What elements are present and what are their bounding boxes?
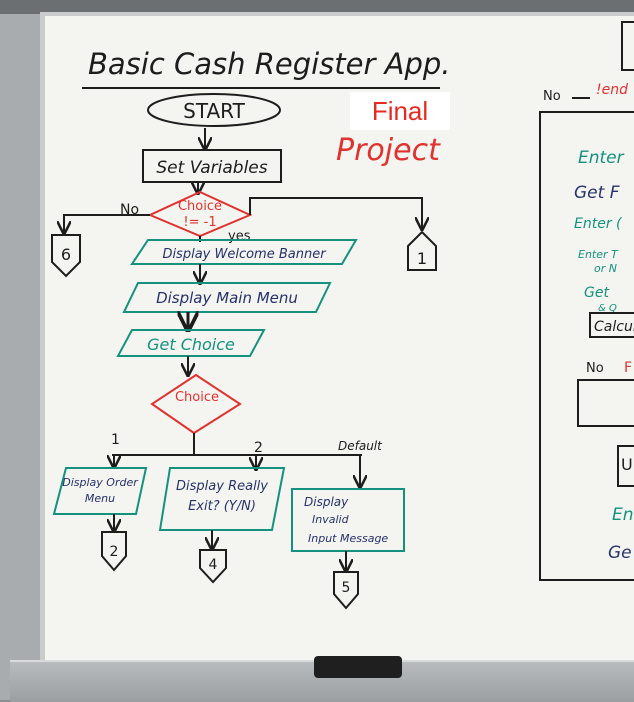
display-main-menu-box <box>122 282 332 313</box>
right-u-letter: U <box>621 455 633 474</box>
right-get-1: Get F <box>574 183 620 203</box>
final-label: Final <box>350 92 450 130</box>
wall-left <box>0 0 40 700</box>
right-u-box <box>617 445 634 487</box>
set-variables-label: Set Variables <box>156 158 267 178</box>
display-invalid-box <box>291 488 405 552</box>
display-invalid-label-3: Input Message <box>308 532 388 545</box>
right-calculate-label: Calculate <box>594 319 634 335</box>
display-welcome-label: Display Welcome Banner <box>162 247 327 262</box>
right-enter-3-l2: or N <box>594 262 617 275</box>
connector-1-loop <box>407 230 437 271</box>
case-1-label: 1 <box>111 432 120 448</box>
right-column-frame <box>539 111 634 581</box>
right-enter-1: Enter <box>578 148 625 168</box>
right-ge: Ge <box>608 543 632 563</box>
yes-label: yes <box>228 229 251 244</box>
right-calculate-box <box>589 312 634 338</box>
display-main-menu-label: Display Main Menu <box>156 289 298 307</box>
default-label: Default <box>338 439 383 453</box>
choice-check-label-2: != -1 <box>183 215 216 230</box>
display-really-exit-label-1: Display Really <box>176 479 268 494</box>
connector-4 <box>199 549 227 584</box>
right-end-label: !end <box>596 82 628 98</box>
display-really-exit-label-2: Exit? (Y/N) <box>188 499 256 514</box>
get-choice-label: Get Choice <box>147 335 235 354</box>
choice-switch-label: Choice <box>175 390 219 405</box>
start-label: START <box>183 99 245 123</box>
right-f-letter: F <box>624 360 632 376</box>
right-enter-3-l1: Enter T <box>578 248 619 261</box>
diagram-title: Basic Cash Register App. <box>88 47 451 81</box>
connector-5-label: 5 <box>342 580 351 596</box>
right-no-2: No <box>586 361 604 376</box>
display-invalid-label-2: Invalid <box>312 513 350 526</box>
edge-loop-back <box>249 197 422 228</box>
right-get-2-b: & Q <box>598 303 617 314</box>
connector-4-label: 4 <box>209 557 218 573</box>
connector-2-label: 2 <box>110 544 119 560</box>
connector-6-label: 6 <box>61 245 71 264</box>
display-order-menu-label-2: Menu <box>85 492 115 505</box>
get-choice-box <box>116 329 266 357</box>
connector-1-loop-label: 1 <box>417 249 427 268</box>
display-welcome-box <box>130 239 358 265</box>
choice-check-label-1: Choice <box>178 199 222 214</box>
right-get-2: Get <box>584 285 609 301</box>
project-label: Project <box>336 133 441 168</box>
right-top-box-fragment <box>621 21 634 71</box>
case-2-label: 2 <box>254 440 263 456</box>
display-really-exit-box <box>158 467 286 531</box>
right-enter-2: Enter ( <box>574 216 622 232</box>
eraser <box>314 656 402 678</box>
right-no-label: No <box>543 89 561 104</box>
display-order-menu-label-1: Display Order <box>62 476 139 489</box>
connector-5 <box>333 571 359 610</box>
right-loop-box <box>577 379 634 427</box>
connector-6 <box>51 234 81 278</box>
set-variables-box <box>142 149 282 183</box>
connector-2 <box>101 531 127 572</box>
display-invalid-label-1: Display <box>304 495 349 509</box>
board-frame-top <box>0 0 634 14</box>
whiteboard <box>40 12 634 666</box>
right-en: En <box>612 505 634 525</box>
edge-no-branch <box>64 214 150 232</box>
display-order-menu-box <box>52 467 148 515</box>
start-terminator <box>147 93 281 127</box>
